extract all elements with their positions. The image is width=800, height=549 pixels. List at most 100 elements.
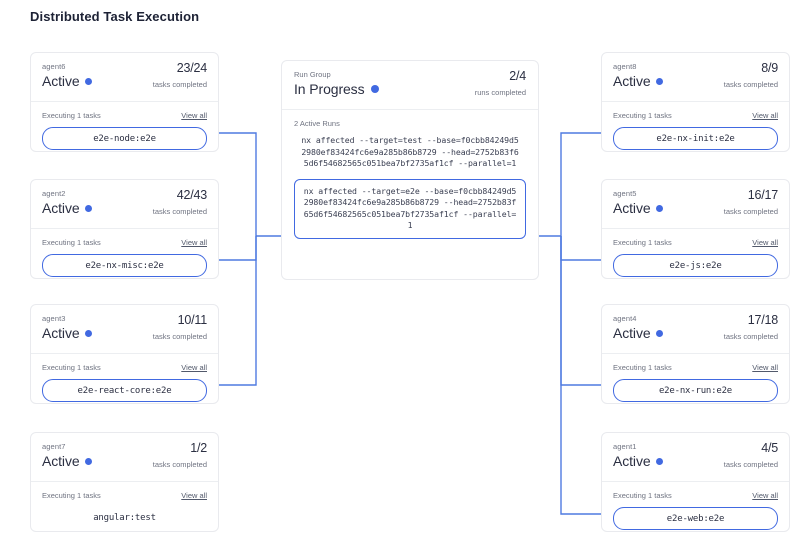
run-group-header: Run Group In Progress 2/4 runs completed xyxy=(282,61,538,110)
agent-card-agent3[interactable]: agent3 Active 10/11 tasks completed Exec… xyxy=(30,304,219,404)
task-count: 10/11 xyxy=(177,313,208,327)
card-header: agent5 Active 16/17 tasks completed xyxy=(602,180,789,229)
task-chip[interactable]: e2e-node:e2e xyxy=(42,127,207,150)
task-chip[interactable]: e2e-react-core:e2e xyxy=(42,379,207,402)
executing-label: Executing 1 tasks xyxy=(42,111,101,120)
card-body: Executing 1 tasks View all e2e-node:e2e xyxy=(31,102,218,161)
agent-card-agent2[interactable]: agent2 Active 42/43 tasks completed Exec… xyxy=(30,179,219,279)
status-label: Active xyxy=(42,453,80,469)
agent-name: agent6 xyxy=(42,62,66,71)
task-chip[interactable]: e2e-js:e2e xyxy=(613,254,778,277)
view-all-link[interactable]: View all xyxy=(752,111,778,120)
view-all-link[interactable]: View all xyxy=(752,238,778,247)
view-all-link[interactable]: View all xyxy=(181,363,207,372)
card-body: Executing 1 tasks View all e2e-js:e2e xyxy=(602,229,789,288)
task-chip[interactable]: e2e-nx-init:e2e xyxy=(613,127,778,150)
executing-label: Executing 1 tasks xyxy=(613,363,672,372)
task-count-label: tasks completed xyxy=(152,207,207,216)
task-count-label: tasks completed xyxy=(152,460,207,469)
status-dot-icon xyxy=(84,204,92,212)
run-group-card[interactable]: Run Group In Progress 2/4 runs completed… xyxy=(281,60,539,280)
card-body: Executing 1 tasks View all e2e-react-cor… xyxy=(31,354,218,413)
view-all-link[interactable]: View all xyxy=(181,238,207,247)
task-count-label: tasks completed xyxy=(152,332,207,341)
task-count-label: tasks completed xyxy=(723,332,778,341)
card-body: Executing 1 tasks View all e2e-nx-run:e2… xyxy=(602,354,789,413)
view-all-link[interactable]: View all xyxy=(181,491,207,500)
status-row: Active xyxy=(42,73,207,89)
agent-card-agent1[interactable]: agent1 Active 4/5 tasks completed Execut… xyxy=(601,432,790,532)
executing-row: Executing 1 tasks View all xyxy=(42,363,207,372)
task-count: 23/24 xyxy=(176,61,207,75)
task-count-label: tasks completed xyxy=(152,80,207,89)
task-count: 42/43 xyxy=(176,188,207,202)
card-body: Executing 1 tasks View all angular:test xyxy=(31,482,218,539)
task-chip[interactable]: e2e-web:e2e xyxy=(613,507,778,530)
run-group-status-label: In Progress xyxy=(294,81,365,97)
status-row: Active xyxy=(42,325,207,341)
agent-name: agent3 xyxy=(42,314,66,323)
status-label: Active xyxy=(42,73,80,89)
status-row: Active xyxy=(42,453,207,469)
status-dot-icon xyxy=(84,329,92,337)
executing-label: Executing 1 tasks xyxy=(42,238,101,247)
card-header: agent8 Active 8/9 tasks completed xyxy=(602,53,789,102)
executing-row: Executing 1 tasks View all xyxy=(613,111,778,120)
status-dot-icon xyxy=(655,77,663,85)
task-count: 8/9 xyxy=(761,61,778,75)
status-dot-icon xyxy=(370,85,379,93)
active-runs-label: 2 Active Runs xyxy=(294,119,340,128)
agent-card-agent4[interactable]: agent4 Active 17/18 tasks completed Exec… xyxy=(601,304,790,404)
agent-name: agent8 xyxy=(613,62,637,71)
card-body: Executing 1 tasks View all e2e-nx-misc:e… xyxy=(31,229,218,288)
view-all-link[interactable]: View all xyxy=(752,363,778,372)
agent-name: agent5 xyxy=(613,189,637,198)
executing-row: Executing 1 tasks View all xyxy=(42,111,207,120)
task-count-label: tasks completed xyxy=(723,207,778,216)
status-label: Active xyxy=(613,200,651,216)
executing-label: Executing 1 tasks xyxy=(613,238,672,247)
executing-row: Executing 1 tasks View all xyxy=(613,238,778,247)
executing-label: Executing 1 tasks xyxy=(42,491,101,500)
agent-card-agent6[interactable]: agent6 Active 23/24 tasks completed Exec… xyxy=(30,52,219,152)
status-dot-icon xyxy=(84,457,92,465)
agent-card-agent5[interactable]: agent5 Active 16/17 tasks completed Exec… xyxy=(601,179,790,279)
task-chip[interactable]: e2e-nx-run:e2e xyxy=(613,379,778,402)
task-count-label: tasks completed xyxy=(723,80,778,89)
task-count: 1/2 xyxy=(190,441,207,455)
card-header: agent1 Active 4/5 tasks completed xyxy=(602,433,789,482)
status-dot-icon xyxy=(655,457,663,465)
page-title: Distributed Task Execution xyxy=(30,9,200,24)
run-group-count: 2/4 xyxy=(509,69,526,83)
agent-card-agent8[interactable]: agent8 Active 8/9 tasks completed Execut… xyxy=(601,52,790,152)
status-dot-icon xyxy=(655,329,663,337)
card-header: agent4 Active 17/18 tasks completed xyxy=(602,305,789,354)
executing-label: Executing 1 tasks xyxy=(42,363,101,372)
status-dot-icon xyxy=(655,204,663,212)
status-label: Active xyxy=(42,325,80,341)
card-header: agent7 Active 1/2 tasks completed xyxy=(31,433,218,482)
card-header: agent3 Active 10/11 tasks completed xyxy=(31,305,218,354)
agent-card-agent7[interactable]: agent7 Active 1/2 tasks completed Execut… xyxy=(30,432,219,532)
run-group-body: 2 Active Runs nx affected --target=test … xyxy=(282,110,538,251)
task-count-label: tasks completed xyxy=(723,460,778,469)
run-command-active[interactable]: nx affected --target=e2e --base=f0cbb842… xyxy=(294,178,526,239)
executing-label: Executing 1 tasks xyxy=(613,491,672,500)
status-row: Active xyxy=(613,73,778,89)
task-chip[interactable]: e2e-nx-misc:e2e xyxy=(42,254,207,277)
agent-name: agent4 xyxy=(613,314,637,323)
view-all-link[interactable]: View all xyxy=(752,491,778,500)
task-count: 4/5 xyxy=(761,441,778,455)
executing-row: Executing 1 tasks View all xyxy=(42,238,207,247)
run-command[interactable]: nx affected --target=test --base=f0cbb84… xyxy=(301,135,519,168)
executing-label: Executing 1 tasks xyxy=(613,111,672,120)
agent-name: agent1 xyxy=(613,442,637,451)
status-row: Active xyxy=(613,200,778,216)
view-all-link[interactable]: View all xyxy=(181,111,207,120)
run-group-status-row: In Progress xyxy=(294,81,526,97)
agent-name: agent7 xyxy=(42,442,66,451)
agent-name: agent2 xyxy=(42,189,66,198)
task-count: 16/17 xyxy=(747,188,778,202)
task-chip[interactable]: angular:test xyxy=(93,512,156,523)
executing-row: Executing 1 tasks View all xyxy=(613,363,778,372)
